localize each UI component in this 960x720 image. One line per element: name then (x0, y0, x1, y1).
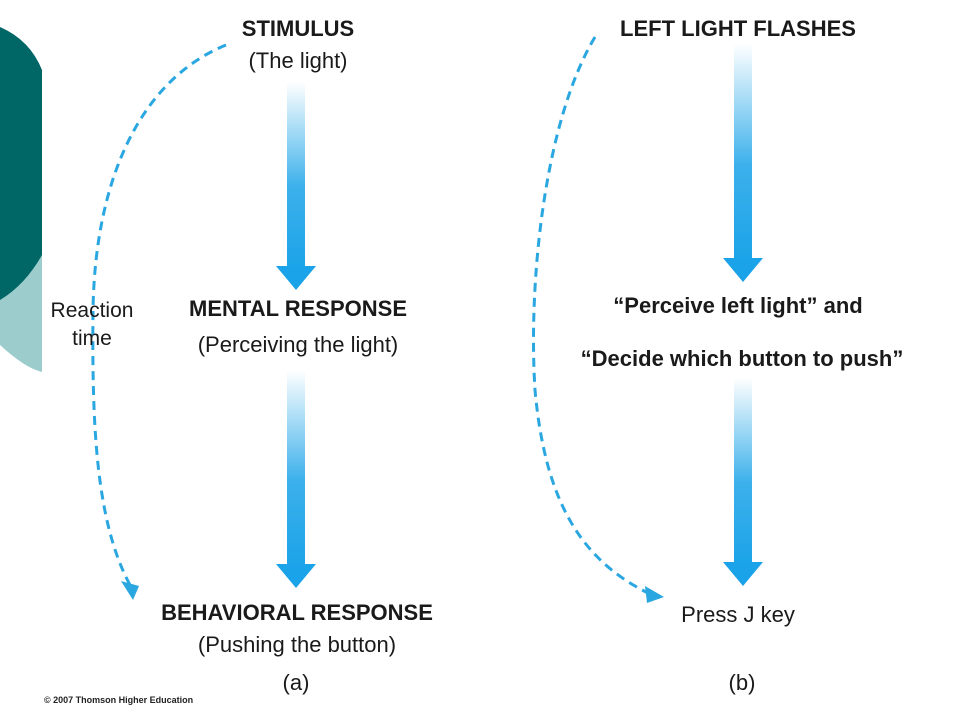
reaction-time-label-line1: Reaction (50, 299, 134, 322)
decide-button-label: “Decide which button to push” (580, 346, 904, 371)
panel-b-dashed-arrow (532, 36, 664, 603)
stimulus-title: STIMULUS (241, 16, 355, 41)
mental-response-title: MENTAL RESPONSE (189, 296, 407, 321)
caption-a: (a) (282, 670, 310, 695)
behavioral-response-subtitle: (Pushing the button) (197, 632, 397, 657)
arrow-decide-to-press (723, 378, 763, 586)
decor-teal-dark-shape (0, 27, 42, 300)
left-light-flashes-label: LEFT LIGHT FLASHES (620, 16, 856, 41)
arrow-flash-to-perceive (723, 44, 763, 282)
perceive-left-light-label: “Perceive left light” and (613, 293, 863, 318)
caption-b: (b) (728, 670, 756, 695)
reaction-time-dashed-arrow (91, 43, 227, 600)
reaction-time-label-line2: time (72, 327, 112, 350)
copyright-footer: © 2007 Thomson Higher Education (44, 695, 194, 705)
decor-teal-light-shape (0, 255, 42, 372)
mental-response-subtitle: (Perceiving the light) (197, 332, 399, 357)
arrow-mental-to-behavioral (276, 370, 316, 588)
behavioral-response-title: BEHAVIORAL RESPONSE (161, 600, 433, 625)
press-j-key-label: Press J key (681, 602, 795, 627)
arrow-stimulus-to-mental (276, 82, 316, 290)
stimulus-subtitle: (The light) (248, 48, 348, 73)
